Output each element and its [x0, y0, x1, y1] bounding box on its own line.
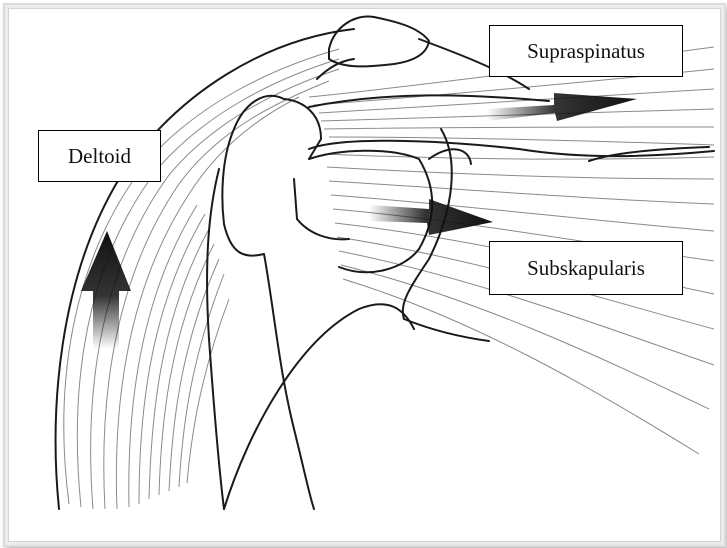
deltoid-label: Deltoid [38, 130, 161, 182]
subskapularis-label: Subskapularis [489, 241, 683, 295]
diagram-frame: Supraspinatus Deltoid Subskapularis [8, 8, 721, 542]
deltoid-label-text: Deltoid [68, 144, 131, 169]
supraspinatus-label-text: Supraspinatus [527, 39, 645, 64]
deltoid-arrow [81, 231, 131, 349]
supraspinatus-label: Supraspinatus [489, 25, 683, 77]
subskapularis-label-text: Subskapularis [527, 256, 645, 281]
